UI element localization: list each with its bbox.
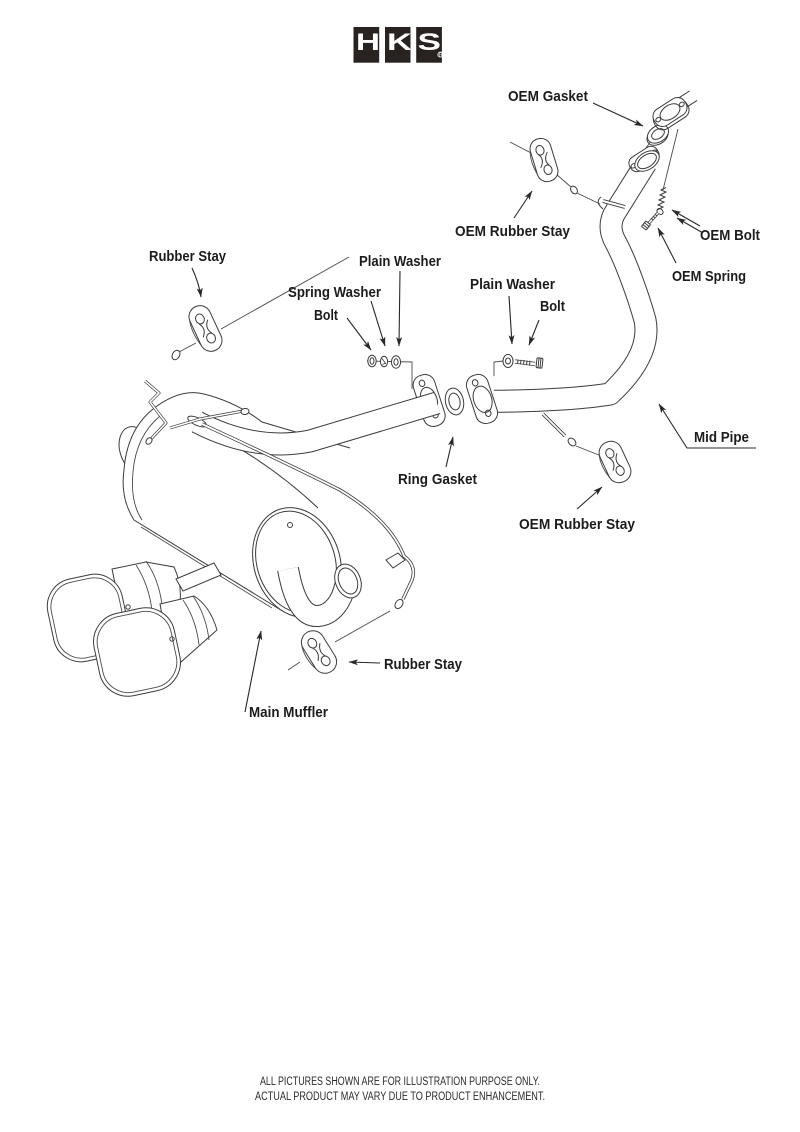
svg-text:OEM Rubber Stay: OEM Rubber Stay <box>455 224 571 240</box>
svg-text:K: K <box>387 29 413 56</box>
svg-text:Rubber Stay: Rubber Stay <box>149 249 227 265</box>
svg-text:R: R <box>439 52 443 58</box>
svg-text:Bolt: Bolt <box>540 299 565 315</box>
svg-text:Plain Washer: Plain Washer <box>359 254 441 270</box>
svg-text:Bolt: Bolt <box>314 308 338 324</box>
svg-text:OEM Rubber Stay: OEM Rubber Stay <box>519 517 636 533</box>
svg-text:Rubber Stay: Rubber Stay <box>384 657 463 673</box>
svg-text:Main Muffler: Main Muffler <box>249 705 328 721</box>
svg-text:Ring Gasket: Ring Gasket <box>398 472 477 488</box>
svg-text:S: S <box>418 29 442 56</box>
svg-text:ALL PICTURES SHOWN ARE FOR ILL: ALL PICTURES SHOWN ARE FOR ILLUSTRATION … <box>260 1076 540 1088</box>
svg-text:Plain Washer: Plain Washer <box>470 277 555 293</box>
svg-text:H: H <box>356 29 380 56</box>
svg-text:OEM Gasket: OEM Gasket <box>508 89 588 105</box>
svg-text:ACTUAL PRODUCT MAY VARY DUE TO: ACTUAL PRODUCT MAY VARY DUE TO PRODUCT E… <box>255 1091 545 1103</box>
svg-text:Spring Washer: Spring Washer <box>288 285 381 301</box>
svg-text:Mid Pipe: Mid Pipe <box>694 430 749 446</box>
svg-text:OEM Spring: OEM Spring <box>672 269 746 285</box>
svg-text:OEM Bolt: OEM Bolt <box>700 228 760 244</box>
